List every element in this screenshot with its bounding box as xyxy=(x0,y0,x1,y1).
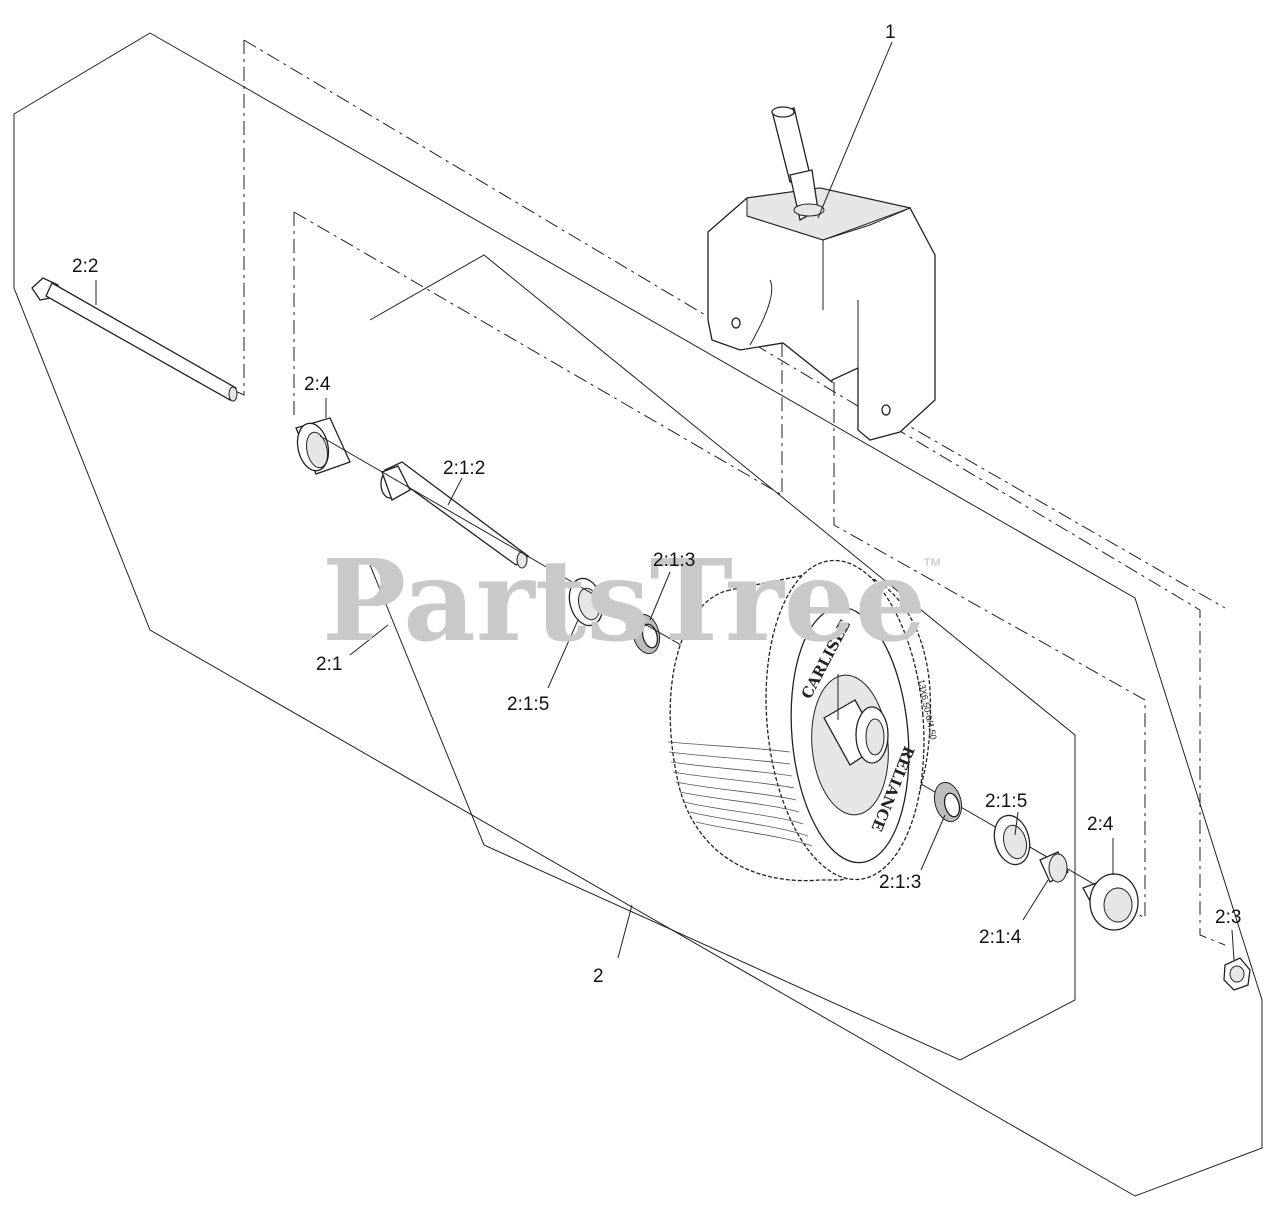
callout-2-2[interactable]: 2:2 xyxy=(72,256,98,277)
assembly-outline-2 xyxy=(13,32,1263,1197)
callout-2-1[interactable]: 2:1 xyxy=(316,654,342,675)
assembly-outline-2-1 xyxy=(369,254,1076,1061)
callout-1[interactable]: 1 xyxy=(885,22,896,43)
cone-bearing-left xyxy=(631,613,661,655)
watermark-text: PartsTree xyxy=(322,536,926,667)
leader-lines xyxy=(95,41,1235,961)
callout-2-1-2[interactable]: 2:1:2 xyxy=(443,458,485,479)
spacer-tube xyxy=(380,461,530,569)
alignment-lines xyxy=(221,39,1226,946)
callout-2-3[interactable]: 2:3 xyxy=(1215,907,1241,928)
callout-labels: 1 2 2:1 2:1:2 2:1:3 2:1:3 2:1:4 2:1:5 2:… xyxy=(72,22,1241,987)
callout-2-4-left[interactable]: 2:4 xyxy=(304,374,331,395)
seal-right xyxy=(1082,873,1139,931)
spacer-right xyxy=(1039,851,1069,883)
watermark-trademark: ™ xyxy=(922,555,942,577)
cone-bearing-right xyxy=(933,781,963,823)
bearing-cup-left xyxy=(568,577,604,627)
watermark: PartsTree ™ xyxy=(322,536,942,667)
bearing-cup-right xyxy=(993,814,1031,866)
callout-2-1-3-left[interactable]: 2:1:3 xyxy=(653,550,695,571)
callout-2-1-3-right[interactable]: 2:1:3 xyxy=(879,872,921,893)
tire-tread xyxy=(667,741,813,847)
callout-2-1-4[interactable]: 2:1:4 xyxy=(979,927,1022,948)
callout-2[interactable]: 2 xyxy=(593,966,604,987)
callout-2-1-5-right[interactable]: 2:1:5 xyxy=(985,791,1027,812)
axle-bolt xyxy=(31,277,238,402)
callout-2-1-5-left[interactable]: 2:1:5 xyxy=(507,694,549,715)
tire-wheel: CARLISLE 13X6.50-6/4.50 RELIANCE xyxy=(667,559,939,882)
seal-left xyxy=(295,417,351,475)
lock-nut xyxy=(1223,957,1251,991)
caster-fork xyxy=(707,106,936,441)
callout-2-4-right[interactable]: 2:4 xyxy=(1087,814,1114,835)
